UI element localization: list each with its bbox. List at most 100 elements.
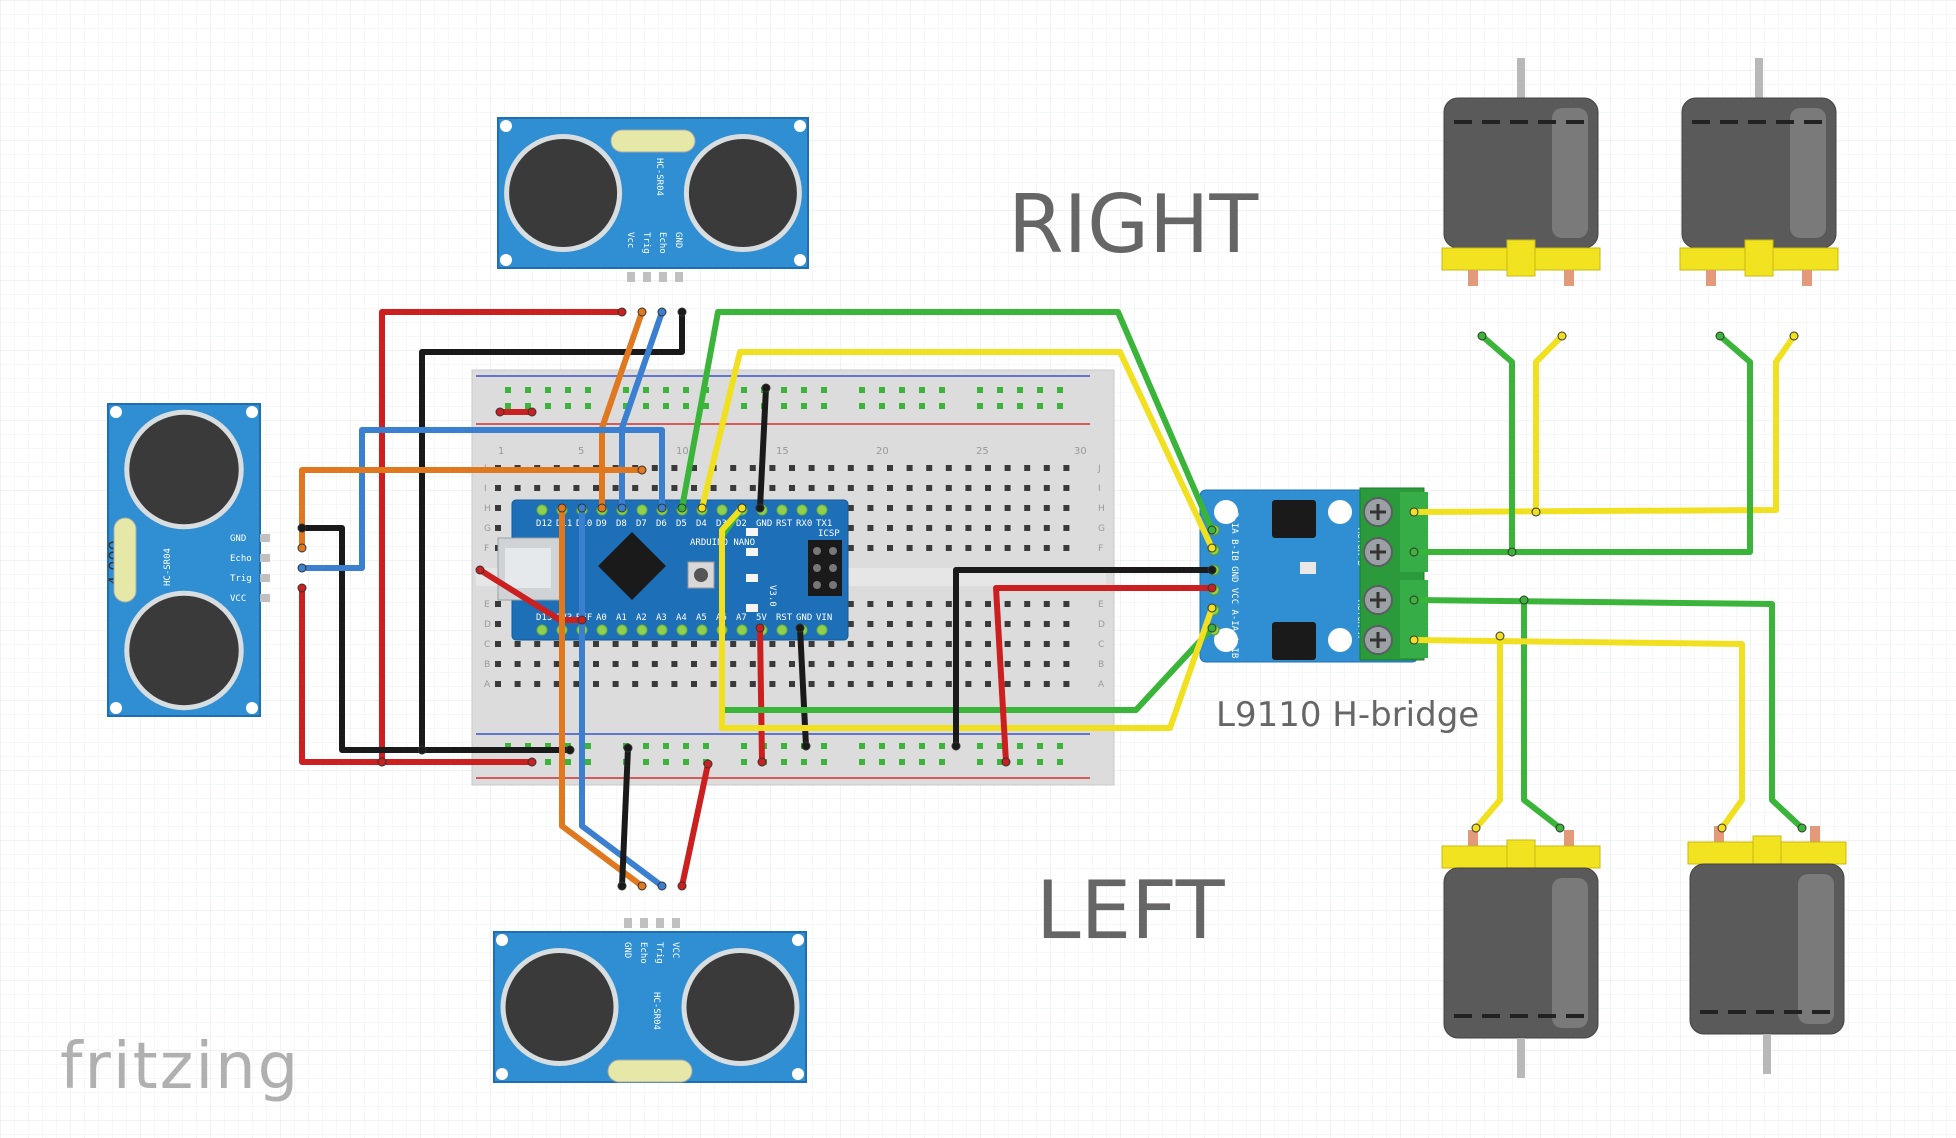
bb-hole[interactable]: [651, 465, 658, 471]
bb-hole[interactable]: [847, 485, 854, 491]
bb-hole[interactable]: [573, 681, 580, 687]
bb-rail-hole[interactable]: [859, 403, 865, 409]
bb-hole[interactable]: [593, 485, 599, 491]
bb-hole[interactable]: [612, 641, 619, 647]
bb-rail-hole[interactable]: [879, 387, 885, 393]
bb-rail-hole[interactable]: [1017, 403, 1023, 409]
bb-rail-hole[interactable]: [821, 387, 827, 393]
bb-hole[interactable]: [749, 641, 756, 647]
bb-hole[interactable]: [867, 661, 874, 667]
bb-hole[interactable]: [789, 661, 795, 667]
bb-hole[interactable]: [965, 681, 972, 687]
bb-rail-hole[interactable]: [683, 743, 689, 749]
bb-hole[interactable]: [906, 485, 913, 491]
bb-rail-hole[interactable]: [585, 387, 591, 393]
nano-pin[interactable]: [716, 504, 728, 516]
dc-motor-left-1[interactable]: [1441, 830, 1601, 1078]
bb-hole[interactable]: [887, 661, 893, 667]
nano-pin[interactable]: [816, 624, 828, 636]
bb-hole[interactable]: [945, 485, 952, 491]
bb-hole[interactable]: [828, 641, 835, 647]
bb-hole[interactable]: [1004, 485, 1011, 491]
bb-hole[interactable]: [1063, 505, 1070, 511]
wire-green[interactable]: [1411, 597, 1805, 831]
bb-hole[interactable]: [1004, 601, 1011, 607]
bb-hole[interactable]: [534, 485, 541, 491]
bb-hole[interactable]: [965, 525, 972, 531]
sensor-pin[interactable]: [675, 272, 683, 282]
ultrasonic-sensor-left[interactable]: HC-SR044.000GNDEchoTrigVCC: [493, 918, 807, 1083]
bb-rail-hole[interactable]: [801, 403, 807, 409]
bb-hole[interactable]: [691, 681, 697, 687]
bb-hole[interactable]: [691, 641, 697, 647]
motor-terminal[interactable]: [1564, 830, 1574, 846]
bb-rail-hole[interactable]: [781, 743, 787, 749]
bb-hole[interactable]: [1043, 621, 1050, 627]
l9110-h-bridge[interactable]: MOTOR B MOTOR A B-IA B-IB GND VCC A-IA A…: [1199, 487, 1428, 663]
bb-hole[interactable]: [573, 641, 580, 647]
wire-yellow[interactable]: [1473, 633, 1503, 831]
ultrasonic-sensor-right[interactable]: HC-SR044.000VccTrigEchoGND: [497, 117, 809, 282]
dc-motor-left-2[interactable]: [1687, 826, 1847, 1074]
ultrasonic-sensor-side[interactable]: HC-SR044.000GNDEchoTrigVCC: [105, 403, 270, 717]
bb-rail-hole[interactable]: [899, 743, 905, 749]
bb-hole[interactable]: [847, 545, 854, 551]
bb-hole[interactable]: [926, 601, 933, 607]
bb-rail-hole[interactable]: [585, 759, 591, 765]
wire-yellow[interactable]: [699, 349, 1215, 551]
bb-hole[interactable]: [1024, 621, 1031, 627]
wire-yellow[interactable]: [1533, 333, 1565, 515]
bb-hole[interactable]: [1024, 485, 1031, 491]
bb-hole[interactable]: [808, 465, 815, 471]
bb-hole[interactable]: [534, 641, 541, 647]
bb-hole[interactable]: [1063, 681, 1070, 687]
wire-yellow[interactable]: [1411, 333, 1797, 515]
wire-black[interactable]: [953, 567, 1215, 749]
bb-hole[interactable]: [847, 661, 854, 667]
bb-hole[interactable]: [887, 601, 893, 607]
bb-rail-hole[interactable]: [505, 403, 511, 409]
bb-rail-hole[interactable]: [919, 743, 925, 749]
bb-hole[interactable]: [985, 621, 991, 627]
bb-hole[interactable]: [828, 465, 835, 471]
bb-hole[interactable]: [612, 661, 619, 667]
bb-rail-hole[interactable]: [565, 387, 571, 393]
dc-motor-right-1[interactable]: [1441, 58, 1601, 286]
bb-hole[interactable]: [887, 505, 893, 511]
bb-hole[interactable]: [1024, 641, 1031, 647]
bb-hole[interactable]: [1043, 681, 1050, 687]
bb-rail-hole[interactable]: [703, 403, 709, 409]
bb-rail-hole[interactable]: [997, 387, 1003, 393]
bb-rail-hole[interactable]: [821, 743, 827, 749]
bb-hole[interactable]: [769, 465, 776, 471]
bb-rail-hole[interactable]: [683, 387, 689, 393]
bb-rail-hole[interactable]: [859, 759, 865, 765]
arduino-nano[interactable]: ICSP ARDUINO NANO V3.0 D12D13D113V3D10RE…: [497, 499, 849, 641]
bb-rail-hole[interactable]: [1057, 403, 1063, 409]
bb-hole[interactable]: [514, 485, 521, 491]
bb-rail-hole[interactable]: [781, 387, 787, 393]
bb-rail-hole[interactable]: [565, 403, 571, 409]
sensor-pin[interactable]: [672, 918, 680, 928]
bb-hole[interactable]: [1063, 465, 1070, 471]
bb-hole[interactable]: [847, 505, 854, 511]
bb-rail-hole[interactable]: [977, 759, 983, 765]
bb-hole[interactable]: [769, 681, 776, 687]
bb-rail-hole[interactable]: [643, 403, 649, 409]
bb-hole[interactable]: [495, 621, 501, 627]
bb-hole[interactable]: [495, 641, 501, 647]
bb-hole[interactable]: [671, 465, 678, 471]
sensor-pin[interactable]: [640, 918, 648, 928]
bb-rail-hole[interactable]: [1057, 387, 1063, 393]
bb-hole[interactable]: [906, 621, 913, 627]
bb-hole[interactable]: [1024, 601, 1031, 607]
bb-hole[interactable]: [867, 601, 874, 607]
bb-hole[interactable]: [632, 485, 639, 491]
bb-hole[interactable]: [671, 485, 678, 491]
bb-hole[interactable]: [651, 485, 658, 491]
bb-hole[interactable]: [1004, 505, 1011, 511]
bb-rail-hole[interactable]: [1017, 759, 1023, 765]
bb-rail-hole[interactable]: [1017, 743, 1023, 749]
bb-rail-hole[interactable]: [977, 387, 983, 393]
bb-hole[interactable]: [593, 641, 599, 647]
